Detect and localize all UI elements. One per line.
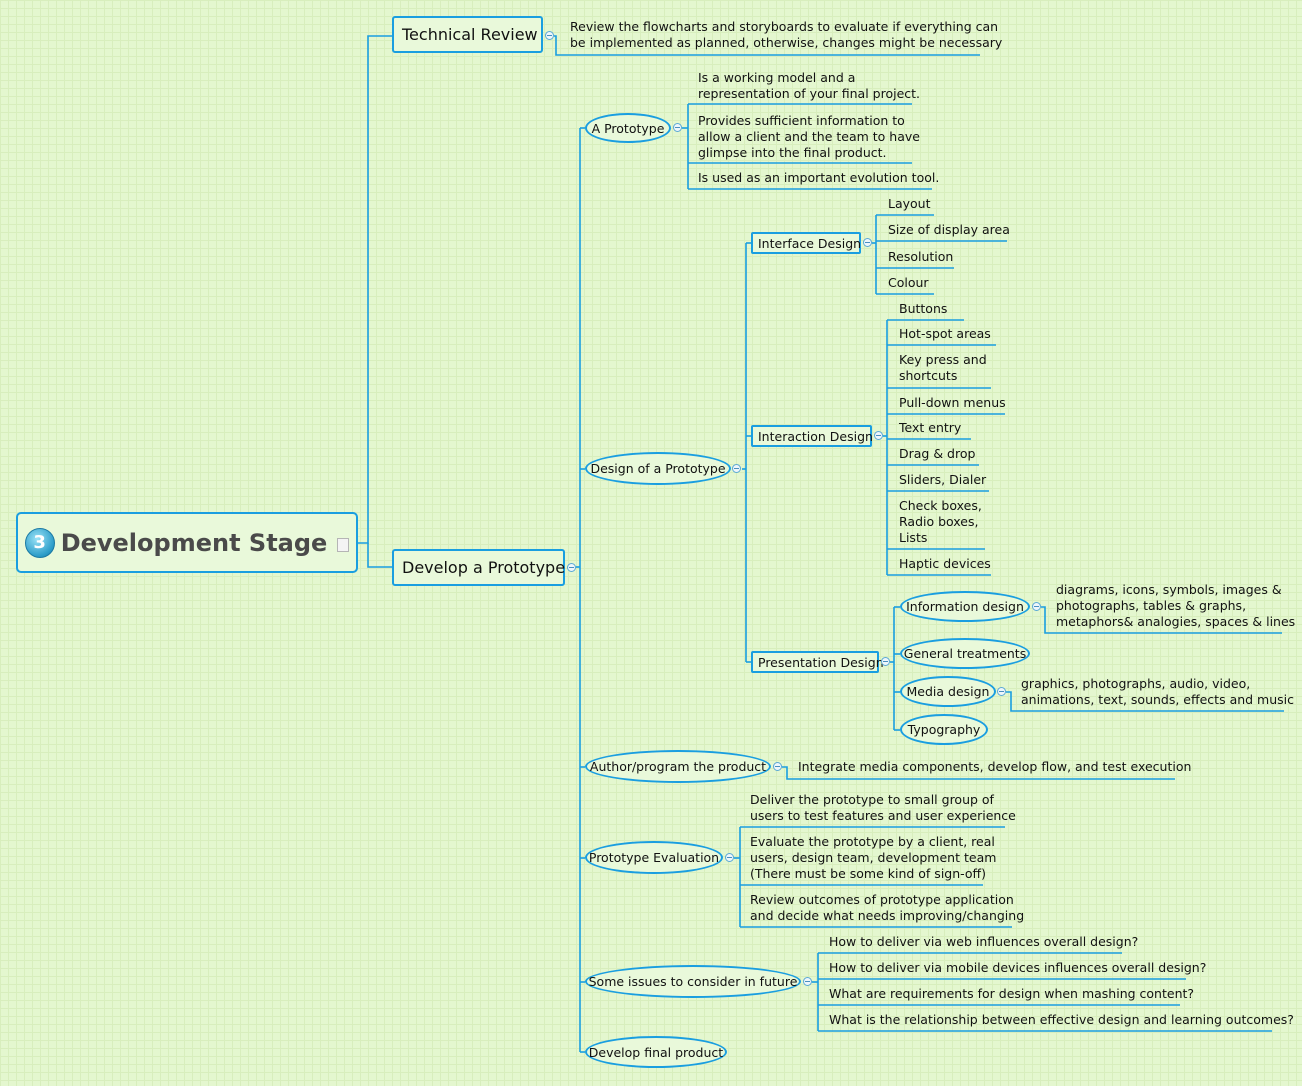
topic-label: General treatments	[903, 646, 1027, 661]
interaction-item: Buttons	[899, 301, 948, 316]
topic-label: Develop final product	[588, 1044, 724, 1060]
topic-technical-review[interactable]: Technical Review	[392, 16, 543, 53]
topic-media-design[interactable]: Media design	[900, 676, 996, 707]
information-design-detail: diagrams, icons, symbols, images & photo…	[1056, 582, 1296, 629]
topic-label: Design of a Prototype	[590, 461, 726, 476]
topic-information-design[interactable]: Information design	[900, 591, 1030, 622]
topic-label: Technical Review	[402, 25, 538, 44]
topic-author-program-the-product[interactable]: Author/program the product	[585, 750, 771, 783]
interaction-item: Pull-down menus	[899, 395, 1006, 410]
issue-item: How to deliver via web influences overal…	[829, 934, 1139, 949]
interaction-item: Check boxes, Radio boxes, Lists	[899, 498, 982, 545]
topic-prototype-evaluation[interactable]: Prototype Evaluation	[585, 841, 723, 874]
topic-design-of-a-prototype[interactable]: Design of a Prototype	[585, 452, 731, 485]
topic-label: Interaction Design	[758, 428, 873, 444]
collapse-toggle-icon[interactable]	[732, 464, 741, 473]
interface-item: Resolution	[888, 249, 954, 264]
interaction-item: Key press and shortcuts	[899, 352, 987, 383]
topic-interaction-design[interactable]: Interaction Design	[751, 425, 873, 447]
collapse-toggle-icon[interactable]	[725, 853, 734, 862]
topic-label: Interface Design	[758, 235, 862, 251]
connector-line	[358, 35, 392, 544]
interaction-item: Haptic devices	[899, 556, 991, 571]
issue-item: What is the relationship between effecti…	[829, 1012, 1294, 1027]
note-icon	[337, 537, 350, 552]
collapse-toggle-icon[interactable]	[803, 977, 812, 986]
root-topic-development-stage[interactable]: 3 Development Stage	[16, 512, 358, 573]
collapse-toggle-icon[interactable]	[545, 31, 554, 40]
priority-3-icon: 3	[24, 527, 55, 558]
interaction-item: Hot-spot areas	[899, 326, 991, 341]
connector-line	[367, 543, 392, 568]
topic-label: Some issues to consider in future	[588, 974, 798, 989]
issue-item: How to deliver via mobile devices influe…	[829, 960, 1207, 975]
topic-label: A Prototype	[591, 120, 665, 136]
a-prototype-item: Is used as an important evolution tool.	[698, 170, 940, 185]
author-program-detail: Integrate media components, develop flow…	[798, 759, 1192, 774]
collapse-toggle-icon[interactable]	[673, 123, 682, 132]
topic-label: Typography	[907, 722, 981, 737]
evaluation-item: Review outcomes of prototype application…	[750, 892, 1025, 923]
collapse-toggle-icon[interactable]	[773, 762, 782, 771]
collapse-toggle-icon[interactable]	[1032, 602, 1041, 611]
topic-label: Media design	[906, 684, 990, 699]
issue-item: What are requirements for design when ma…	[829, 986, 1195, 1001]
interaction-item: Text entry	[899, 420, 962, 435]
root-title: Development Stage	[60, 528, 328, 557]
topic-develop-a-prototype[interactable]: Develop a Prototype	[392, 549, 565, 586]
interaction-item: Drag & drop	[899, 446, 976, 461]
topic-presentation-design[interactable]: Presentation Design	[751, 651, 884, 673]
interaction-item: Sliders, Dialer	[899, 472, 987, 487]
a-prototype-item: Provides sufficient information to allow…	[698, 113, 920, 160]
topic-some-issues-to-consider[interactable]: Some issues to consider in future	[585, 965, 801, 998]
interface-item: Colour	[888, 275, 929, 290]
interface-item: Size of display area	[888, 222, 1010, 237]
collapse-toggle-icon[interactable]	[881, 657, 890, 666]
collapse-toggle-icon[interactable]	[874, 431, 883, 440]
topic-label: Develop a Prototype	[402, 558, 566, 577]
topic-a-prototype[interactable]: A Prototype	[585, 113, 671, 143]
evaluation-item: Evaluate the prototype by a client, real…	[750, 834, 997, 881]
topic-label: Information design	[906, 599, 1024, 614]
topic-interface-design[interactable]: Interface Design	[751, 232, 861, 254]
collapse-toggle-icon[interactable]	[863, 238, 872, 247]
interface-item: Layout	[888, 196, 931, 211]
topic-label: Prototype Evaluation	[588, 850, 720, 865]
collapse-toggle-icon[interactable]	[997, 687, 1006, 696]
topic-label: Author/program the product	[589, 759, 767, 774]
collapse-toggle-icon[interactable]	[567, 563, 576, 572]
topic-develop-final-product[interactable]: Develop final product	[585, 1036, 727, 1068]
evaluation-item: Deliver the prototype to small group of …	[750, 792, 1016, 823]
topic-typography[interactable]: Typography	[900, 714, 988, 745]
technical-review-note: Review the flowcharts and storyboards to…	[570, 19, 1003, 50]
topic-general-treatments[interactable]: General treatments	[900, 638, 1030, 669]
a-prototype-item: Is a working model and a representation …	[698, 70, 921, 101]
media-design-detail: graphics, photographs, audio, video, ani…	[1021, 676, 1295, 707]
topic-label: Presentation Design	[758, 654, 884, 670]
